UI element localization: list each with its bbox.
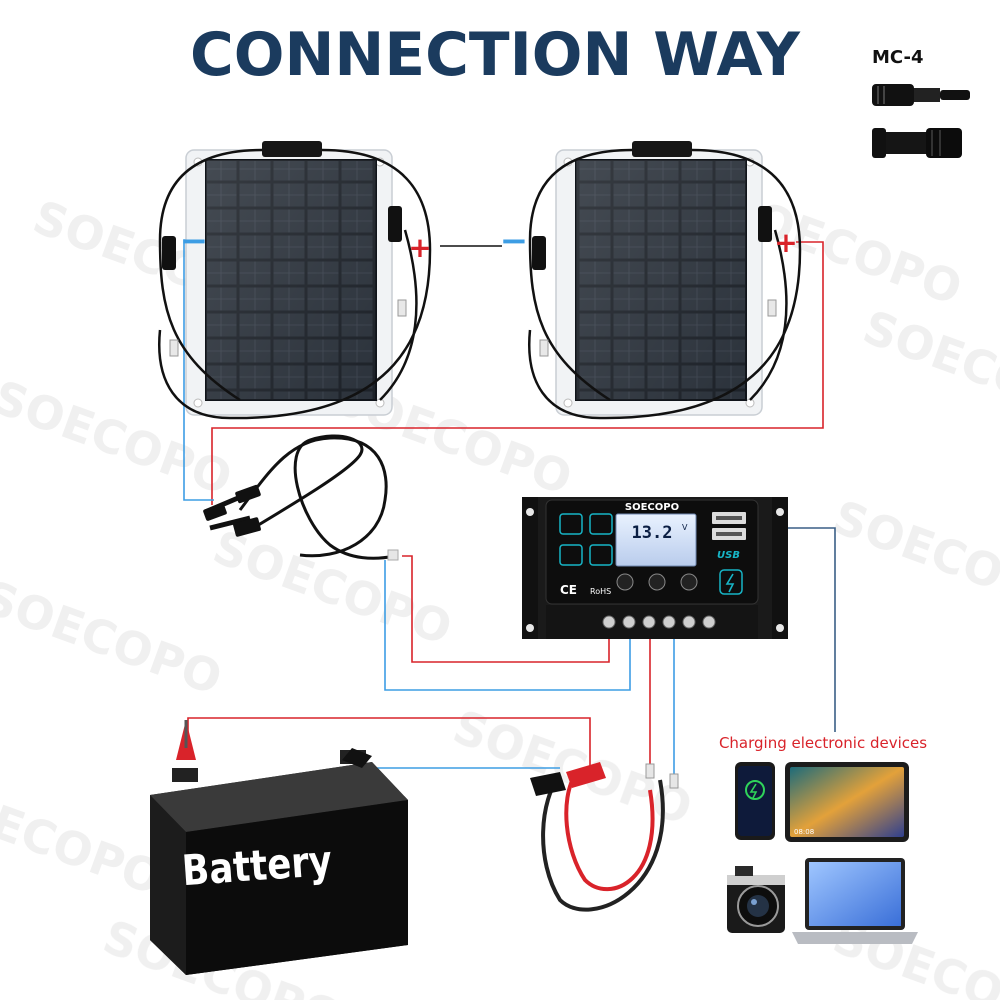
mc4-connector-female-icon xyxy=(872,128,962,158)
watermark: SOECOPO xyxy=(0,570,229,706)
watermark: SOECOPO xyxy=(206,520,459,656)
wiring xyxy=(183,239,836,775)
negative-marker-panel-right: − xyxy=(500,221,529,261)
charge-controller xyxy=(522,497,788,639)
watermark: SOECOPO xyxy=(856,300,1000,436)
watermark: SOECOPO xyxy=(0,770,169,906)
positive-marker-panel-left: + xyxy=(408,231,431,264)
devices-caption: Charging electronic devices xyxy=(719,734,927,752)
extension-mc4-connectors xyxy=(203,484,399,561)
controller-voltage-readout: 13.2 xyxy=(632,523,673,543)
laptop-icon xyxy=(792,858,918,944)
positive-marker-panel-right: + xyxy=(774,226,797,259)
negative-marker-panel-left: − xyxy=(180,221,209,261)
phone-icon xyxy=(735,762,775,840)
pv-positive-to-controller xyxy=(402,555,610,663)
page-title: CONNECTION WAY xyxy=(190,20,802,90)
controller-rohs-mark: RoHS xyxy=(590,587,611,596)
extension-cable xyxy=(204,434,396,560)
positive-panel-wire xyxy=(211,241,824,505)
pv-negative-to-controller xyxy=(384,560,631,691)
camera-icon xyxy=(727,866,785,933)
mc4-label: MC-4 xyxy=(872,47,924,68)
controller-usb-label: USB xyxy=(717,550,740,561)
battery-label: Battery xyxy=(180,836,333,895)
controller-voltage-unit: V xyxy=(682,523,688,532)
solar-panel-right xyxy=(528,141,802,420)
watermark: SOECOPO xyxy=(826,490,1000,626)
tablet-screen-time: 08:08 xyxy=(794,828,814,836)
alligator-clip-cable xyxy=(530,762,679,912)
controller-brand: SOECOPO xyxy=(625,502,679,513)
battery xyxy=(150,720,408,975)
solar-panel-left xyxy=(158,141,432,420)
mc4-connector-male-icon xyxy=(872,84,970,106)
controller-ce-mark: CE xyxy=(560,583,577,597)
tablet-icon xyxy=(785,762,909,842)
